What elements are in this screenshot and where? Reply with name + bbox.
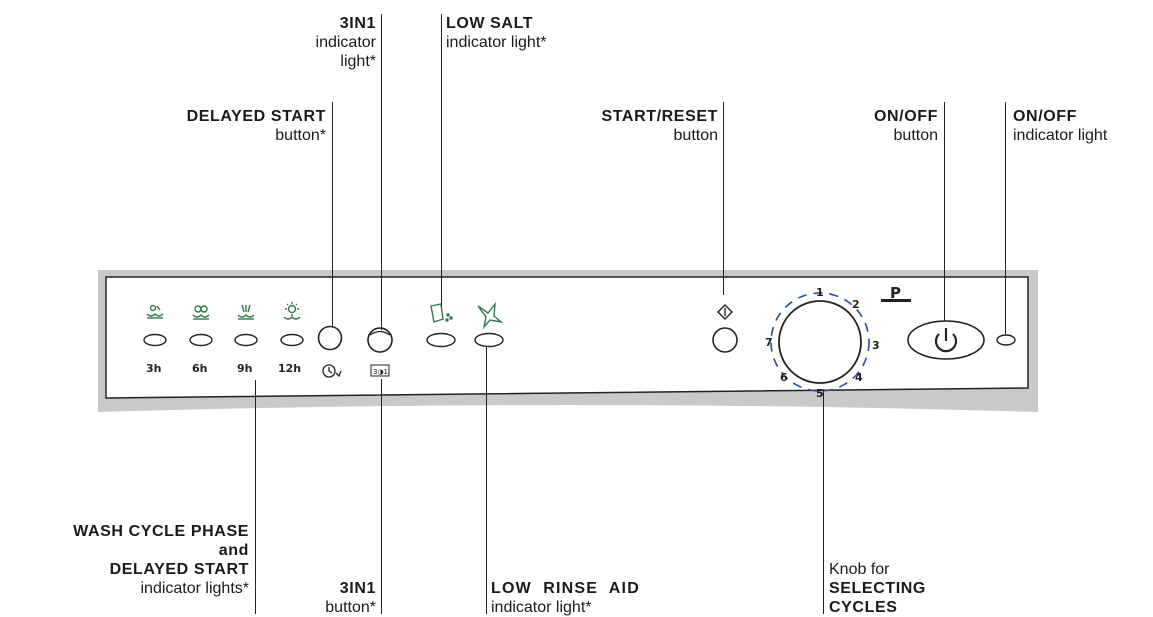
- callout-3in1-button-desc: button*: [325, 599, 376, 616]
- callout-wash-cycle-desc: indicator lights*: [140, 580, 250, 597]
- knob-number-5: 5: [816, 387, 824, 400]
- low-salt-light: [426, 332, 456, 348]
- knob-number-4: 4: [855, 371, 863, 384]
- callout-3in1-button: 3IN1 button*: [270, 579, 376, 617]
- callout-start-reset-title: START/RESET: [601, 108, 718, 125]
- delay-label-12h: 12h: [278, 362, 301, 375]
- start-reset-icon: [717, 304, 733, 320]
- low-rinse-aid-light: [474, 332, 504, 348]
- callout-on-off-button-desc: button: [893, 127, 938, 144]
- three-in-one-button[interactable]: [367, 327, 393, 353]
- three-in-one-button-mark: [369, 330, 391, 336]
- callout-on-off-button: ON/OFF button: [820, 107, 938, 145]
- callout-delayed-start-title: DELAYED START: [186, 108, 326, 125]
- callout-3in1-button-title: 3IN1: [339, 580, 376, 597]
- leader-knob: [823, 390, 824, 614]
- leader-3in1-light: [381, 14, 382, 330]
- callout-3in1-light-line1: indicator: [315, 34, 376, 51]
- leader-low-salt: [441, 14, 442, 307]
- callout-wash-cycle-line3: DELAYED START: [109, 561, 249, 578]
- callout-3in1-light-line2: light*: [340, 53, 376, 70]
- three-in-one-light-frame: [370, 364, 390, 377]
- delay-label-9h: 9h: [237, 362, 253, 375]
- delay-label-6h: 6h: [192, 362, 208, 375]
- phase-light-3h: [143, 333, 167, 347]
- callout-low-salt-title: LOW SALT: [446, 15, 534, 32]
- callout-knob-desc: Knob for: [829, 561, 890, 578]
- callout-on-off-light: ON/OFF indicator light: [1013, 107, 1151, 145]
- callout-on-off-button-title: ON/OFF: [873, 108, 938, 125]
- leader-low-rinse-aid: [486, 347, 487, 614]
- program-knob[interactable]: [770, 292, 870, 392]
- callout-wash-cycle-line2: and: [218, 542, 249, 559]
- callout-delayed-start: DELAYED START button*: [100, 107, 326, 145]
- wash-phase-icons: [146, 302, 301, 320]
- callout-wash-cycle: WASH CYCLE PHASE and DELAYED START indic…: [4, 522, 249, 598]
- callout-start-reset: START/RESET button: [540, 107, 718, 145]
- phase-light-12h: [280, 333, 304, 347]
- callout-delayed-start-desc: button*: [275, 127, 326, 144]
- callout-on-off-light-title: ON/OFF: [1013, 108, 1078, 125]
- callout-3in1-light: 3IN1 indicator light*: [240, 14, 376, 71]
- delayed-start-icon: [322, 364, 342, 378]
- phase-light-6h: [189, 333, 213, 347]
- leader-3in1-button: [381, 379, 382, 614]
- knob-number-2: 2: [852, 298, 860, 311]
- callout-knob: Knob for SELECTING CYCLES: [829, 560, 989, 617]
- knob-number-3: 3: [872, 339, 880, 352]
- program-label: P: [890, 284, 901, 302]
- delay-label-3h: 3h: [146, 362, 162, 375]
- dry-icon: [283, 302, 301, 320]
- leader-wash-cycle: [255, 380, 256, 614]
- on-off-light: [996, 334, 1016, 346]
- delayed-start-button[interactable]: [317, 325, 343, 351]
- rinse-icon: [237, 304, 255, 320]
- callout-low-salt: LOW SALT indicator light*: [446, 14, 646, 52]
- program-bar: [881, 299, 911, 302]
- leader-on-off-light: [1005, 102, 1006, 334]
- leader-on-off-button: [944, 102, 945, 321]
- phase-light-9h: [234, 333, 258, 347]
- callout-low-rinse-aid: LOW RINSE AID indicator light*: [491, 579, 731, 617]
- wash-icon: [192, 305, 210, 320]
- rinse-aid-icon: [477, 301, 504, 330]
- callout-low-rinse-aid-title: LOW RINSE AID: [491, 580, 640, 597]
- callout-start-reset-desc: button: [673, 127, 718, 144]
- prewash-icon: [146, 304, 164, 319]
- knob-number-6: 6: [780, 371, 788, 384]
- start-reset-button[interactable]: [712, 327, 738, 353]
- callout-low-rinse-aid-desc: indicator light*: [491, 599, 592, 616]
- callout-on-off-light-desc: indicator light: [1013, 127, 1108, 144]
- callout-wash-cycle-line1: WASH CYCLE PHASE: [73, 523, 249, 540]
- callout-low-salt-desc: indicator light*: [446, 34, 547, 51]
- callout-3in1-light-title: 3IN1: [339, 15, 376, 32]
- three-in-one-icon: 3◑1: [373, 368, 388, 376]
- knob-number-1: 1: [816, 286, 824, 299]
- callout-knob-line1: SELECTING: [829, 580, 926, 597]
- leader-start-reset: [723, 102, 724, 295]
- salt-icon: [430, 303, 453, 323]
- power-icon: [934, 328, 958, 353]
- leader-delayed-start: [332, 102, 333, 326]
- knob-number-7: 7: [765, 336, 773, 349]
- callout-knob-line2: CYCLES: [829, 599, 898, 616]
